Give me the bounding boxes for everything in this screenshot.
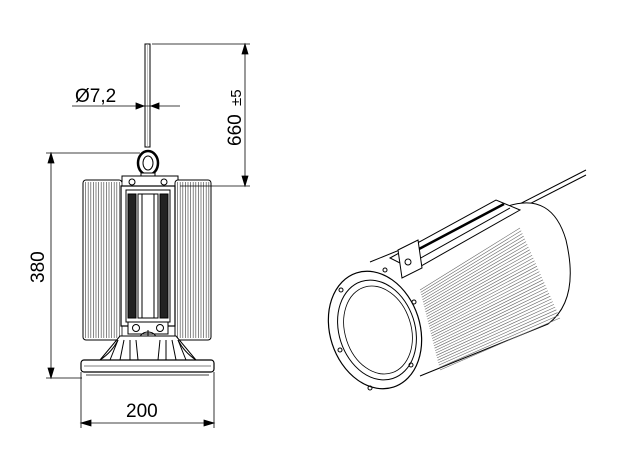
cable-diameter-dimension [72, 102, 180, 110]
cable-diameter-label: Ø7,2 [75, 86, 116, 107]
width-label: 200 [126, 401, 158, 422]
isometric-view [327, 169, 587, 391]
front-view [80, 43, 215, 376]
iso-top-rail [388, 199, 522, 279]
bracket-screw-right [160, 178, 168, 186]
left-heatsink-fins [82, 179, 123, 341]
cable-length-tolerance: ±5 [228, 89, 245, 106]
height-dimension [46, 151, 140, 380]
iso-heatsink-fins [419, 227, 561, 371]
dimension-lines [46, 42, 250, 428]
cable-length-dimension [152, 42, 250, 188]
base-plate [80, 359, 215, 376]
suspension-cable [144, 43, 151, 148]
base-cone [98, 335, 198, 361]
bracket-screw-left [128, 178, 136, 186]
right-heatsink-fins [174, 179, 212, 341]
driver-housing [120, 185, 176, 327]
cable-length-label: 660 ±5 [225, 89, 246, 146]
eye-bolt [136, 149, 160, 180]
height-label: 380 [28, 251, 49, 283]
cable-length-value: 660 [225, 114, 246, 146]
width-dimension [79, 372, 216, 428]
iso-front-ring [327, 267, 423, 391]
